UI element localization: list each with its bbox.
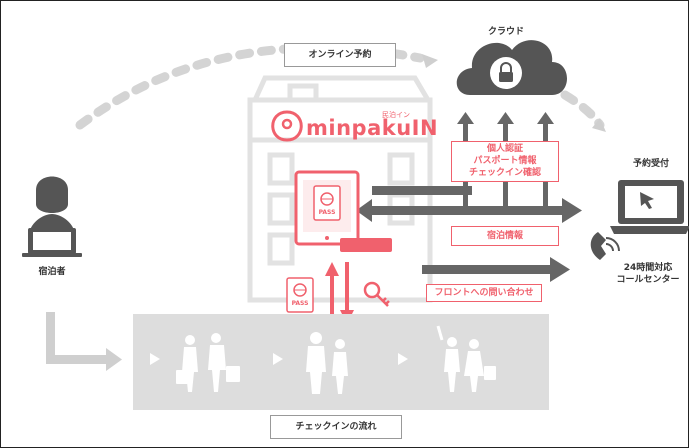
tablet-pass-text: PASS xyxy=(318,209,336,216)
phone-icon xyxy=(590,232,620,260)
front-inquiry-box: フロントへの問い合わせ xyxy=(426,284,542,302)
logo-subtitle: 民泊イン xyxy=(382,111,410,119)
travelers-icon xyxy=(176,333,240,392)
checkin-flow-label: チェックインの流れ xyxy=(270,415,402,439)
guest-label: 宿泊者 xyxy=(38,267,66,277)
verification-info-box: 個人認証 パスポート情報 チェックイン確認 xyxy=(451,141,559,182)
cloud-label: クラウド xyxy=(487,27,524,37)
tablet-icon xyxy=(294,170,392,252)
online-booking-label: オンライン予約 xyxy=(284,43,396,67)
card-pass-text: PASS xyxy=(291,300,309,307)
logo-brand: minpakuIN xyxy=(306,116,439,140)
laptop-cursor-icon xyxy=(610,180,689,234)
guest-to-flow-arrow xyxy=(46,312,122,371)
minpakuin-logo-icon xyxy=(271,110,303,142)
cloud-lock-icon xyxy=(456,40,567,95)
happy-guests-icon xyxy=(436,325,496,392)
greeting-people-icon xyxy=(306,332,348,394)
reservation-receipt-label: 予約受付 xyxy=(632,159,669,169)
passport-icon xyxy=(286,277,314,313)
data-exchange-arrows xyxy=(356,186,582,282)
call-center-label: 24時間対応 コールセンター xyxy=(616,263,680,285)
key-icon xyxy=(363,281,390,307)
stay-info-box: 宿泊情報 xyxy=(451,226,559,246)
person-laptop-icon xyxy=(22,176,82,257)
